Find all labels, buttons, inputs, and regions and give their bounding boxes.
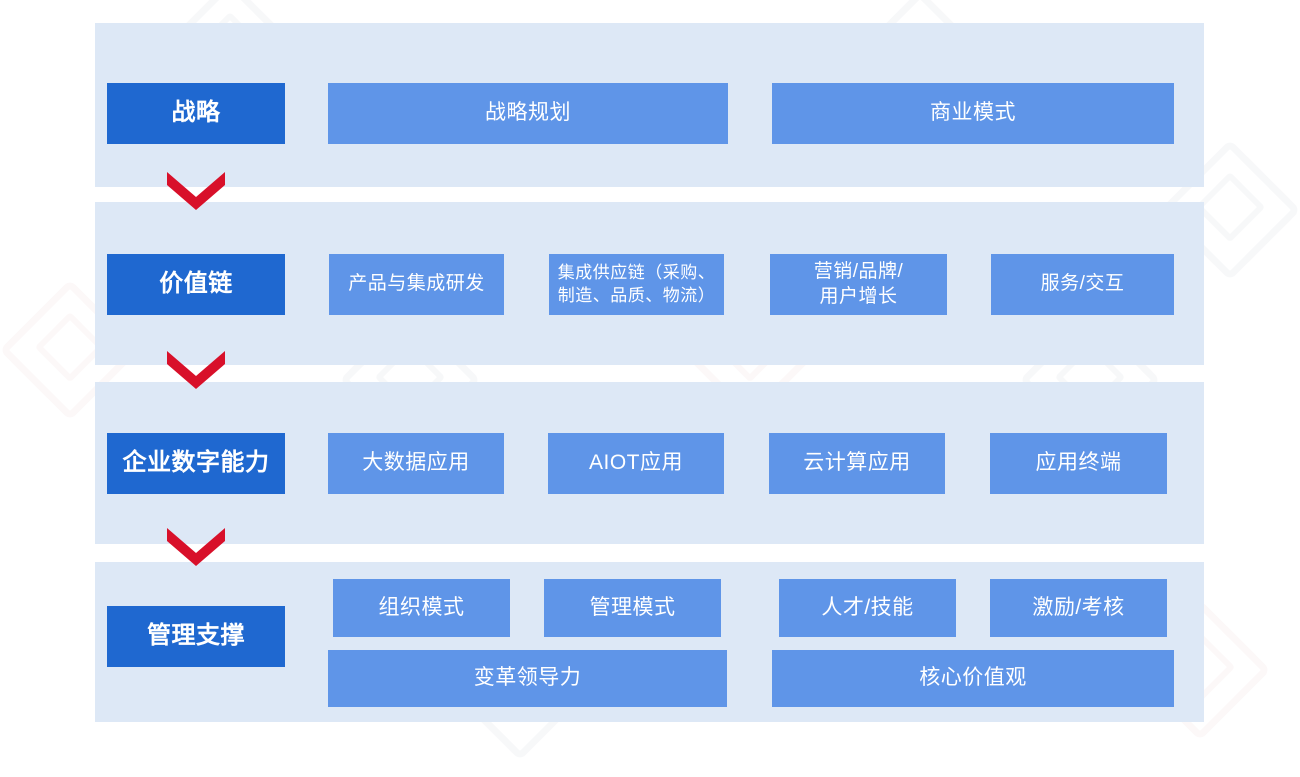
row-label-value-chain[interactable]: 价值链 — [107, 254, 285, 315]
box-application-terminal[interactable]: 应用终端 — [990, 433, 1167, 494]
box-cloud-computing-application[interactable]: 云计算应用 — [769, 433, 945, 494]
arrow-strategy-to-value-chain — [167, 172, 225, 210]
box-big-data-application[interactable]: 大数据应用 — [328, 433, 504, 494]
box-business-model[interactable]: 商业模式 — [772, 83, 1174, 144]
row-label-digital-capability[interactable]: 企业数字能力 — [107, 433, 285, 494]
box-core-values[interactable]: 核心价值观 — [772, 650, 1174, 707]
arrow-digital-capability-to-management-support — [167, 528, 225, 566]
box-organization-model[interactable]: 组织模式 — [333, 579, 510, 637]
box-incentive-assessment[interactable]: 激励/考核 — [990, 579, 1167, 637]
box-aiot-application[interactable]: AIOT应用 — [548, 433, 724, 494]
arrow-value-chain-to-digital-capability — [167, 351, 225, 389]
box-management-model[interactable]: 管理模式 — [544, 579, 721, 637]
box-talent-skills[interactable]: 人才/技能 — [779, 579, 956, 637]
box-marketing-brand-user-growth[interactable]: 营销/品牌/ 用户增长 — [770, 254, 947, 315]
row-label-management-support[interactable]: 管理支撑 — [107, 606, 285, 667]
box-strategy-planning[interactable]: 战略规划 — [328, 83, 728, 144]
box-change-leadership[interactable]: 变革领导力 — [328, 650, 727, 707]
row-label-strategy[interactable]: 战略 — [107, 83, 285, 144]
box-product-and-integrated-rnd[interactable]: 产品与集成研发 — [329, 254, 504, 315]
box-service-interaction[interactable]: 服务/交互 — [991, 254, 1174, 315]
box-integrated-supply-chain[interactable]: 集成供应链（采购、 制造、品质、物流） — [549, 254, 724, 315]
